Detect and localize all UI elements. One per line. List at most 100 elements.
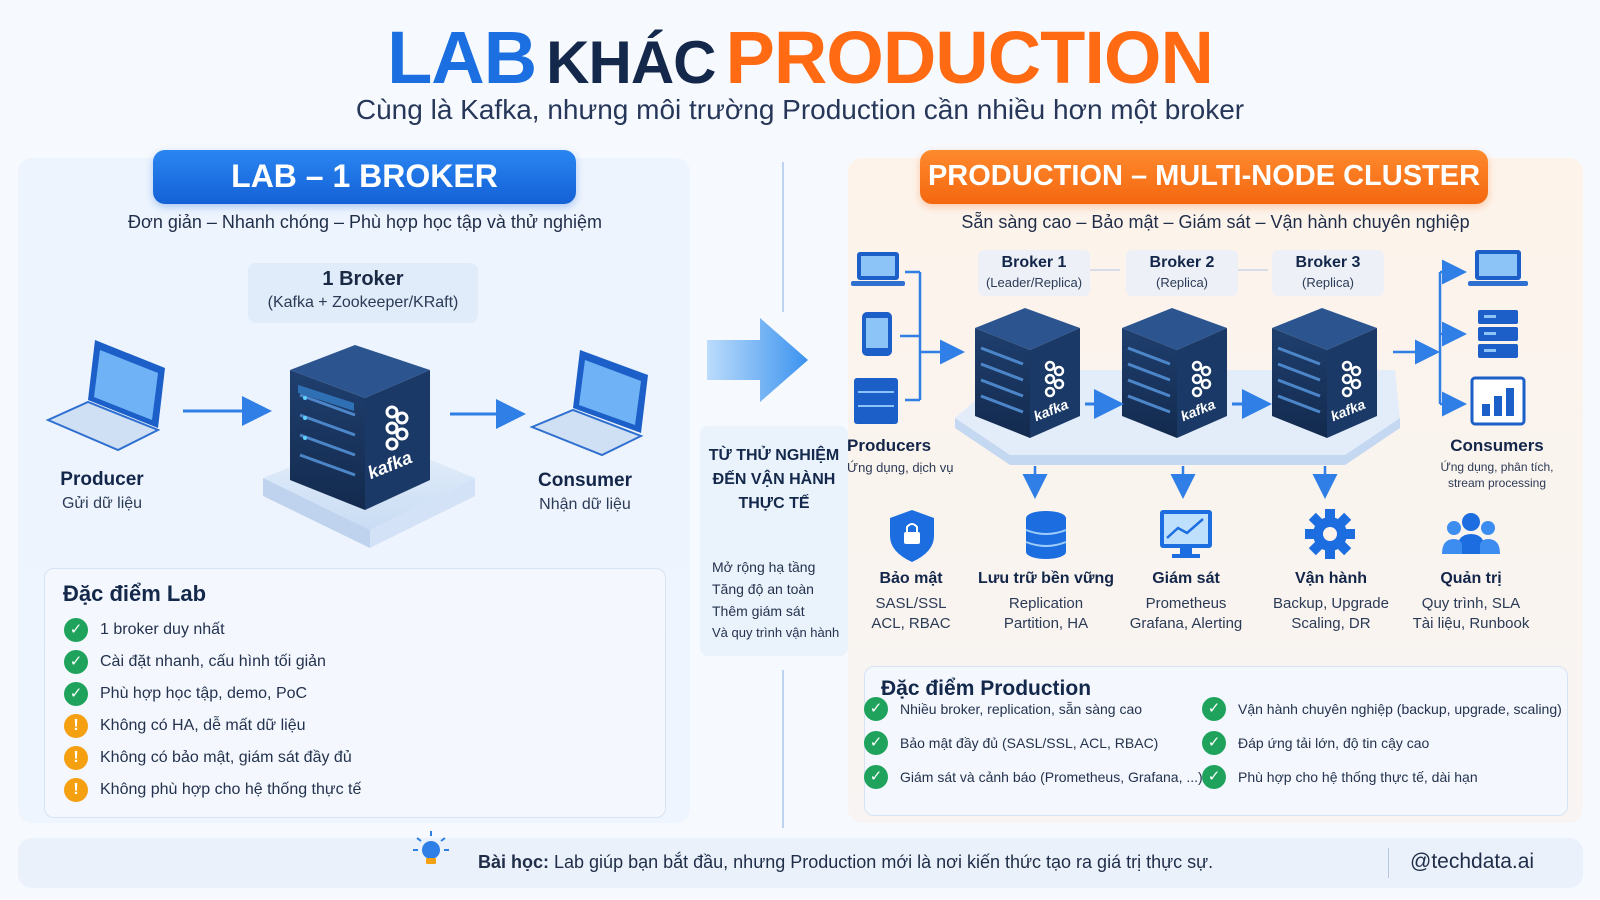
check-icon: ✓ bbox=[864, 697, 888, 721]
check-icon: ✓ bbox=[64, 682, 88, 706]
footer-lesson-label: Bài học: bbox=[478, 852, 550, 872]
divider-top bbox=[782, 162, 784, 312]
lightbulb-icon bbox=[413, 831, 449, 864]
server-small-icon bbox=[854, 378, 898, 424]
consumer-subtitle: Nhận dữ liệu bbox=[539, 496, 631, 513]
check-icon: ✓ bbox=[864, 765, 888, 789]
check-icon: ✓ bbox=[1202, 765, 1226, 789]
lab-feature-text: Không có bảo mật, giám sát đầy đủ bbox=[100, 749, 352, 766]
pillar-line: ACL, RBAC bbox=[871, 615, 951, 632]
pillar-title: Quản trị bbox=[1440, 570, 1502, 587]
consumer-laptop-icon-2 bbox=[1468, 250, 1528, 286]
broker-3-title: Broker 3 bbox=[1295, 254, 1361, 271]
lab-kafka-server bbox=[290, 345, 430, 510]
page-subtitle: Cùng là Kafka, nhưng môi trường Producti… bbox=[355, 94, 1245, 125]
broker-3-caption: Broker 3 (Replica) bbox=[1272, 250, 1384, 296]
consumer-server-icon bbox=[1478, 310, 1518, 358]
consumers-subtitle-line: stream processing bbox=[1447, 476, 1547, 490]
production-feature-text: Giám sát và cảnh báo (Prometheus, Grafan… bbox=[900, 769, 1203, 785]
warning-icon: ! bbox=[64, 714, 88, 738]
lab-feature-item: ! Không phù hợp cho hệ thống thực tế bbox=[64, 774, 361, 806]
lab-tagline: Đơn giản – Nhanh chóng – Phù hợp học tập… bbox=[128, 212, 602, 232]
pillar-line: Backup, Upgrade bbox=[1273, 595, 1389, 612]
broker-3-role: (Replica) bbox=[1301, 275, 1354, 290]
production-feature-item: ✓Nhiều broker, replication, sẵn sàng cao bbox=[864, 692, 1203, 726]
pillar-line: Tài liệu, Runbook bbox=[1412, 615, 1530, 632]
broker-2-server-icon bbox=[1122, 308, 1227, 438]
production-feature-text: Đáp ứng tải lớn, độ tin cậy cao bbox=[1238, 735, 1430, 751]
check-icon: ✓ bbox=[64, 650, 88, 674]
production-broker-servers bbox=[975, 308, 1377, 438]
monitor-chart-icon bbox=[1160, 510, 1212, 558]
broker-1-title: Broker 1 bbox=[1001, 254, 1067, 271]
footer-lesson: Bài học: Lab giúp bạn bắt đầu, nhưng Pro… bbox=[478, 852, 1213, 873]
footer-bar bbox=[18, 838, 1583, 888]
lab-features-title: Đặc điểm Lab bbox=[63, 581, 207, 606]
production-feature-text: Bảo mật đầy đủ (SASL/SSL, ACL, RBAC) bbox=[900, 735, 1159, 751]
pillar-line: Replication bbox=[1008, 595, 1084, 612]
broker-3-server-icon bbox=[1272, 308, 1377, 438]
transition-title-line: ĐẾN VẬN HÀNH bbox=[712, 471, 836, 488]
divider-bottom bbox=[782, 670, 784, 828]
database-icon bbox=[1025, 511, 1067, 559]
pillar-line: Scaling, DR bbox=[1291, 615, 1371, 632]
pillar-title: Lưu trữ bền vững bbox=[977, 570, 1115, 587]
lab-feature-text: 1 broker duy nhất bbox=[100, 621, 225, 638]
production-feature-item: ✓ Bảo mật đầy đủ (SASL/SSL, ACL, RBAC) bbox=[864, 726, 1203, 760]
transition-title-line: TỪ THỬ NGHIỆM bbox=[708, 447, 840, 464]
production-tagline: Sẵn sàng cao – Bảo mật – Giám sát – Vận … bbox=[961, 212, 1470, 232]
lab-header-pill: LAB – 1 BROKER bbox=[153, 150, 576, 204]
lab-broker-title: 1 Broker bbox=[322, 268, 404, 290]
phone-icon bbox=[862, 312, 892, 356]
lab-feature-item: ✓ Phù hợp học tập, demo, PoC bbox=[64, 678, 361, 710]
production-header-pill: PRODUCTION – MULTI-NODE CLUSTER bbox=[920, 150, 1488, 204]
producer-laptop-icon bbox=[45, 340, 165, 452]
consumer-laptop-icon bbox=[529, 350, 648, 457]
producer-title: Producer bbox=[60, 469, 144, 490]
transition-item: Tăng độ an toàn bbox=[712, 581, 814, 597]
transition-item: Mở rộng hạ tầng bbox=[712, 559, 816, 575]
pillar-title: Bảo mật bbox=[879, 570, 943, 587]
lab-feature-text: Cài đặt nhanh, cấu hình tối giản bbox=[100, 653, 326, 670]
transition-item: Và quy trình vận hành bbox=[712, 625, 840, 640]
consumers-label: Consumers Ứng dụng, phân tích, stream pr… bbox=[1422, 436, 1572, 490]
producer-laptop-icon-2 bbox=[851, 252, 905, 286]
warning-icon: ! bbox=[64, 778, 88, 802]
shield-lock-icon bbox=[890, 510, 934, 562]
kafka-logo-icon bbox=[385, 405, 409, 451]
lab-features-list: ✓1 broker duy nhất✓Cài đặt nhanh, cấu hì… bbox=[64, 614, 361, 806]
lab-broker-caption: 1 Broker (Kafka + Zookeeper/KRaft) bbox=[248, 263, 478, 323]
transition-items: Mở rộng hạ tầng Tăng độ an toàn Thêm giá… bbox=[712, 556, 839, 644]
broker-2-role: (Replica) bbox=[1155, 275, 1208, 290]
check-icon: ✓ bbox=[864, 731, 888, 755]
lab-feature-text: Phù hợp học tập, demo, PoC bbox=[100, 685, 308, 702]
producers-label: Producers Ứng dụng, dịch vụ bbox=[847, 436, 954, 475]
consumers-subtitle-line: Ứng dụng, phân tích, bbox=[1440, 460, 1554, 474]
lab-broker-subtitle: (Kafka + Zookeeper/KRaft) bbox=[267, 294, 459, 311]
gear-icon bbox=[1305, 509, 1355, 559]
lab-feature-item: ! Không có bảo mật, giám sát đầy đủ bbox=[64, 742, 361, 774]
lab-feature-text: Không phù hợp cho hệ thống thực tế bbox=[100, 781, 362, 798]
broker-1-role: (Leader/Replica) bbox=[985, 275, 1083, 290]
pillar-line: Prometheus bbox=[1145, 595, 1227, 612]
transition-arrow-icon bbox=[707, 318, 808, 402]
production-features-right: ✓Vận hành chuyên nghiệp (backup, upgrade… bbox=[1202, 692, 1562, 794]
consumers-title: Consumers bbox=[1450, 436, 1544, 455]
warning-icon: ! bbox=[64, 746, 88, 770]
lab-feature-text: Không có HA, dễ mất dữ liệu bbox=[100, 717, 306, 734]
lab-feature-item: ! Không có HA, dễ mất dữ liệu bbox=[64, 710, 361, 742]
check-icon: ✓ bbox=[1202, 731, 1226, 755]
pillar-title: Vận hành bbox=[1294, 570, 1367, 587]
transition-box bbox=[700, 426, 848, 656]
footer-separator bbox=[1388, 848, 1389, 878]
production-feature-item: ✓ Đáp ứng tải lớn, độ tin cậy cao bbox=[1202, 726, 1562, 760]
lab-feature-item: ✓1 broker duy nhất bbox=[64, 614, 361, 646]
broker-2-caption: Broker 2 (Replica) bbox=[1126, 250, 1238, 296]
production-features-title: Đặc điểm Production bbox=[881, 677, 1092, 700]
producers-subtitle: Ứng dụng, dịch vụ bbox=[847, 460, 954, 475]
production-feature-item: ✓ Giám sát và cảnh báo (Prometheus, Grafa… bbox=[864, 760, 1203, 794]
lab-feature-item: ✓ Cài đặt nhanh, cấu hình tối giản bbox=[64, 646, 361, 678]
production-feature-item: ✓Vận hành chuyên nghiệp (backup, upgrade… bbox=[1202, 692, 1562, 726]
production-features-left: ✓Nhiều broker, replication, sẵn sàng cao… bbox=[864, 692, 1203, 794]
